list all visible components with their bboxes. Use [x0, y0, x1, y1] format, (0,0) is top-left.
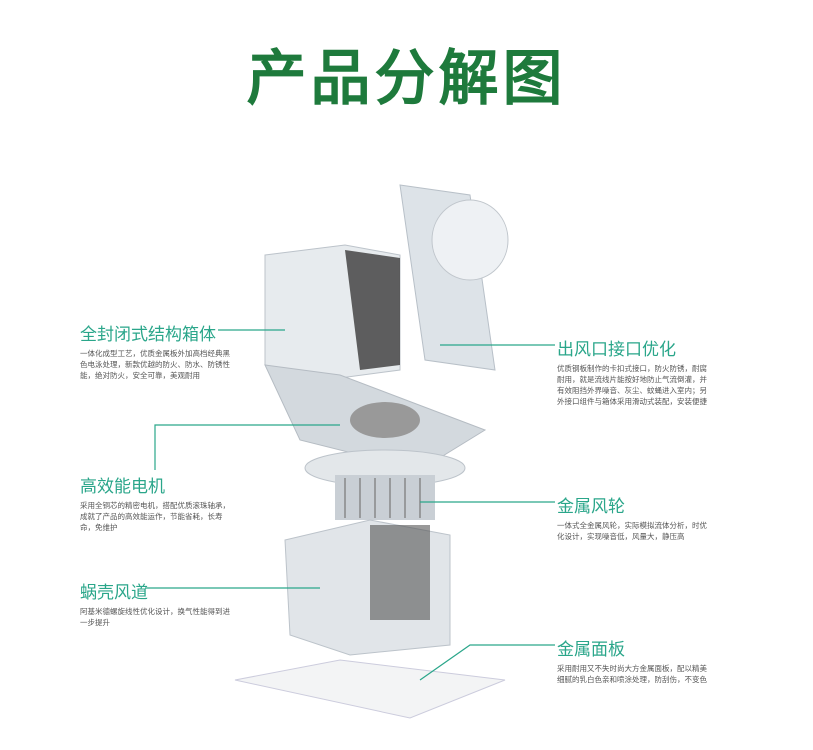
metal-panel: [234, 659, 506, 719]
callout-title: 蜗壳风道: [80, 583, 148, 603]
volute-duct: [284, 519, 451, 656]
callout-title: 金属面板: [557, 640, 625, 660]
fan-wheel: [304, 449, 466, 520]
callout-motor: 高效能电机 采用全铜芯的精密电机，搭配优质滚珠轴承，成就了产品的高效能运作，节能…: [80, 472, 230, 533]
callout-outlet: 出风口接口优化 优质钢板制作的卡扣式接口，防火防锈，耐腐耐用，就是流线片能按好地…: [557, 335, 707, 407]
callout-desc: 采用耐用又不失时尚大方金属面板，配以精美细腻的乳白色亲和喷涂处理，防刮伤，不变色: [557, 664, 707, 684]
callout-title: 出风口接口优化: [557, 340, 676, 360]
page-title: 产品分解图: [246, 44, 567, 114]
callout-volute: 蜗壳风道 阿基米德螺旋线性优化设计，换气性能得到进一步提升: [80, 578, 230, 628]
callout-desc: 阿基米德螺旋线性优化设计，换气性能得到进一步提升: [80, 607, 230, 627]
callout-title: 全封闭式结构箱体: [80, 325, 216, 345]
callout-desc: 一体化成型工艺，优质金属板外加高档经典黑色电泳处理，新款优越的防火、防水、防锈性…: [80, 349, 230, 380]
callout-box-housing: 全封闭式结构箱体 一体化成型工艺，优质金属板外加高档经典黑色电泳处理，新款优越的…: [80, 320, 230, 381]
outlet-part: [399, 184, 509, 371]
callout-desc: 优质钢板制作的卡扣式接口，防火防锈，耐腐耐用，就是流线片能按好地防止气流倒灌，并…: [557, 364, 707, 406]
leader-lines: [145, 329, 555, 681]
callout-title: 高效能电机: [80, 477, 165, 497]
callout-fan-wheel: 金属风轮 一体式全金属风轮，实际模拟流体分析，时优化设计，实现噪音低，风量大，静…: [557, 492, 707, 542]
callout-title: 金属风轮: [557, 497, 625, 517]
callout-desc: 采用全铜芯的精密电机，搭配优质滚珠轴承，成就了产品的高效能运作，节能省耗，长寿命…: [80, 501, 230, 532]
callout-desc: 一体式全金属风轮，实际模拟流体分析，时优化设计，实现噪音低，风量大，静压高: [557, 521, 707, 541]
callout-panel: 金属面板 采用耐用又不失时尚大方金属面板，配以精美细腻的乳白色亲和喷涂处理，防刮…: [557, 635, 707, 685]
box-housing: [264, 244, 487, 471]
